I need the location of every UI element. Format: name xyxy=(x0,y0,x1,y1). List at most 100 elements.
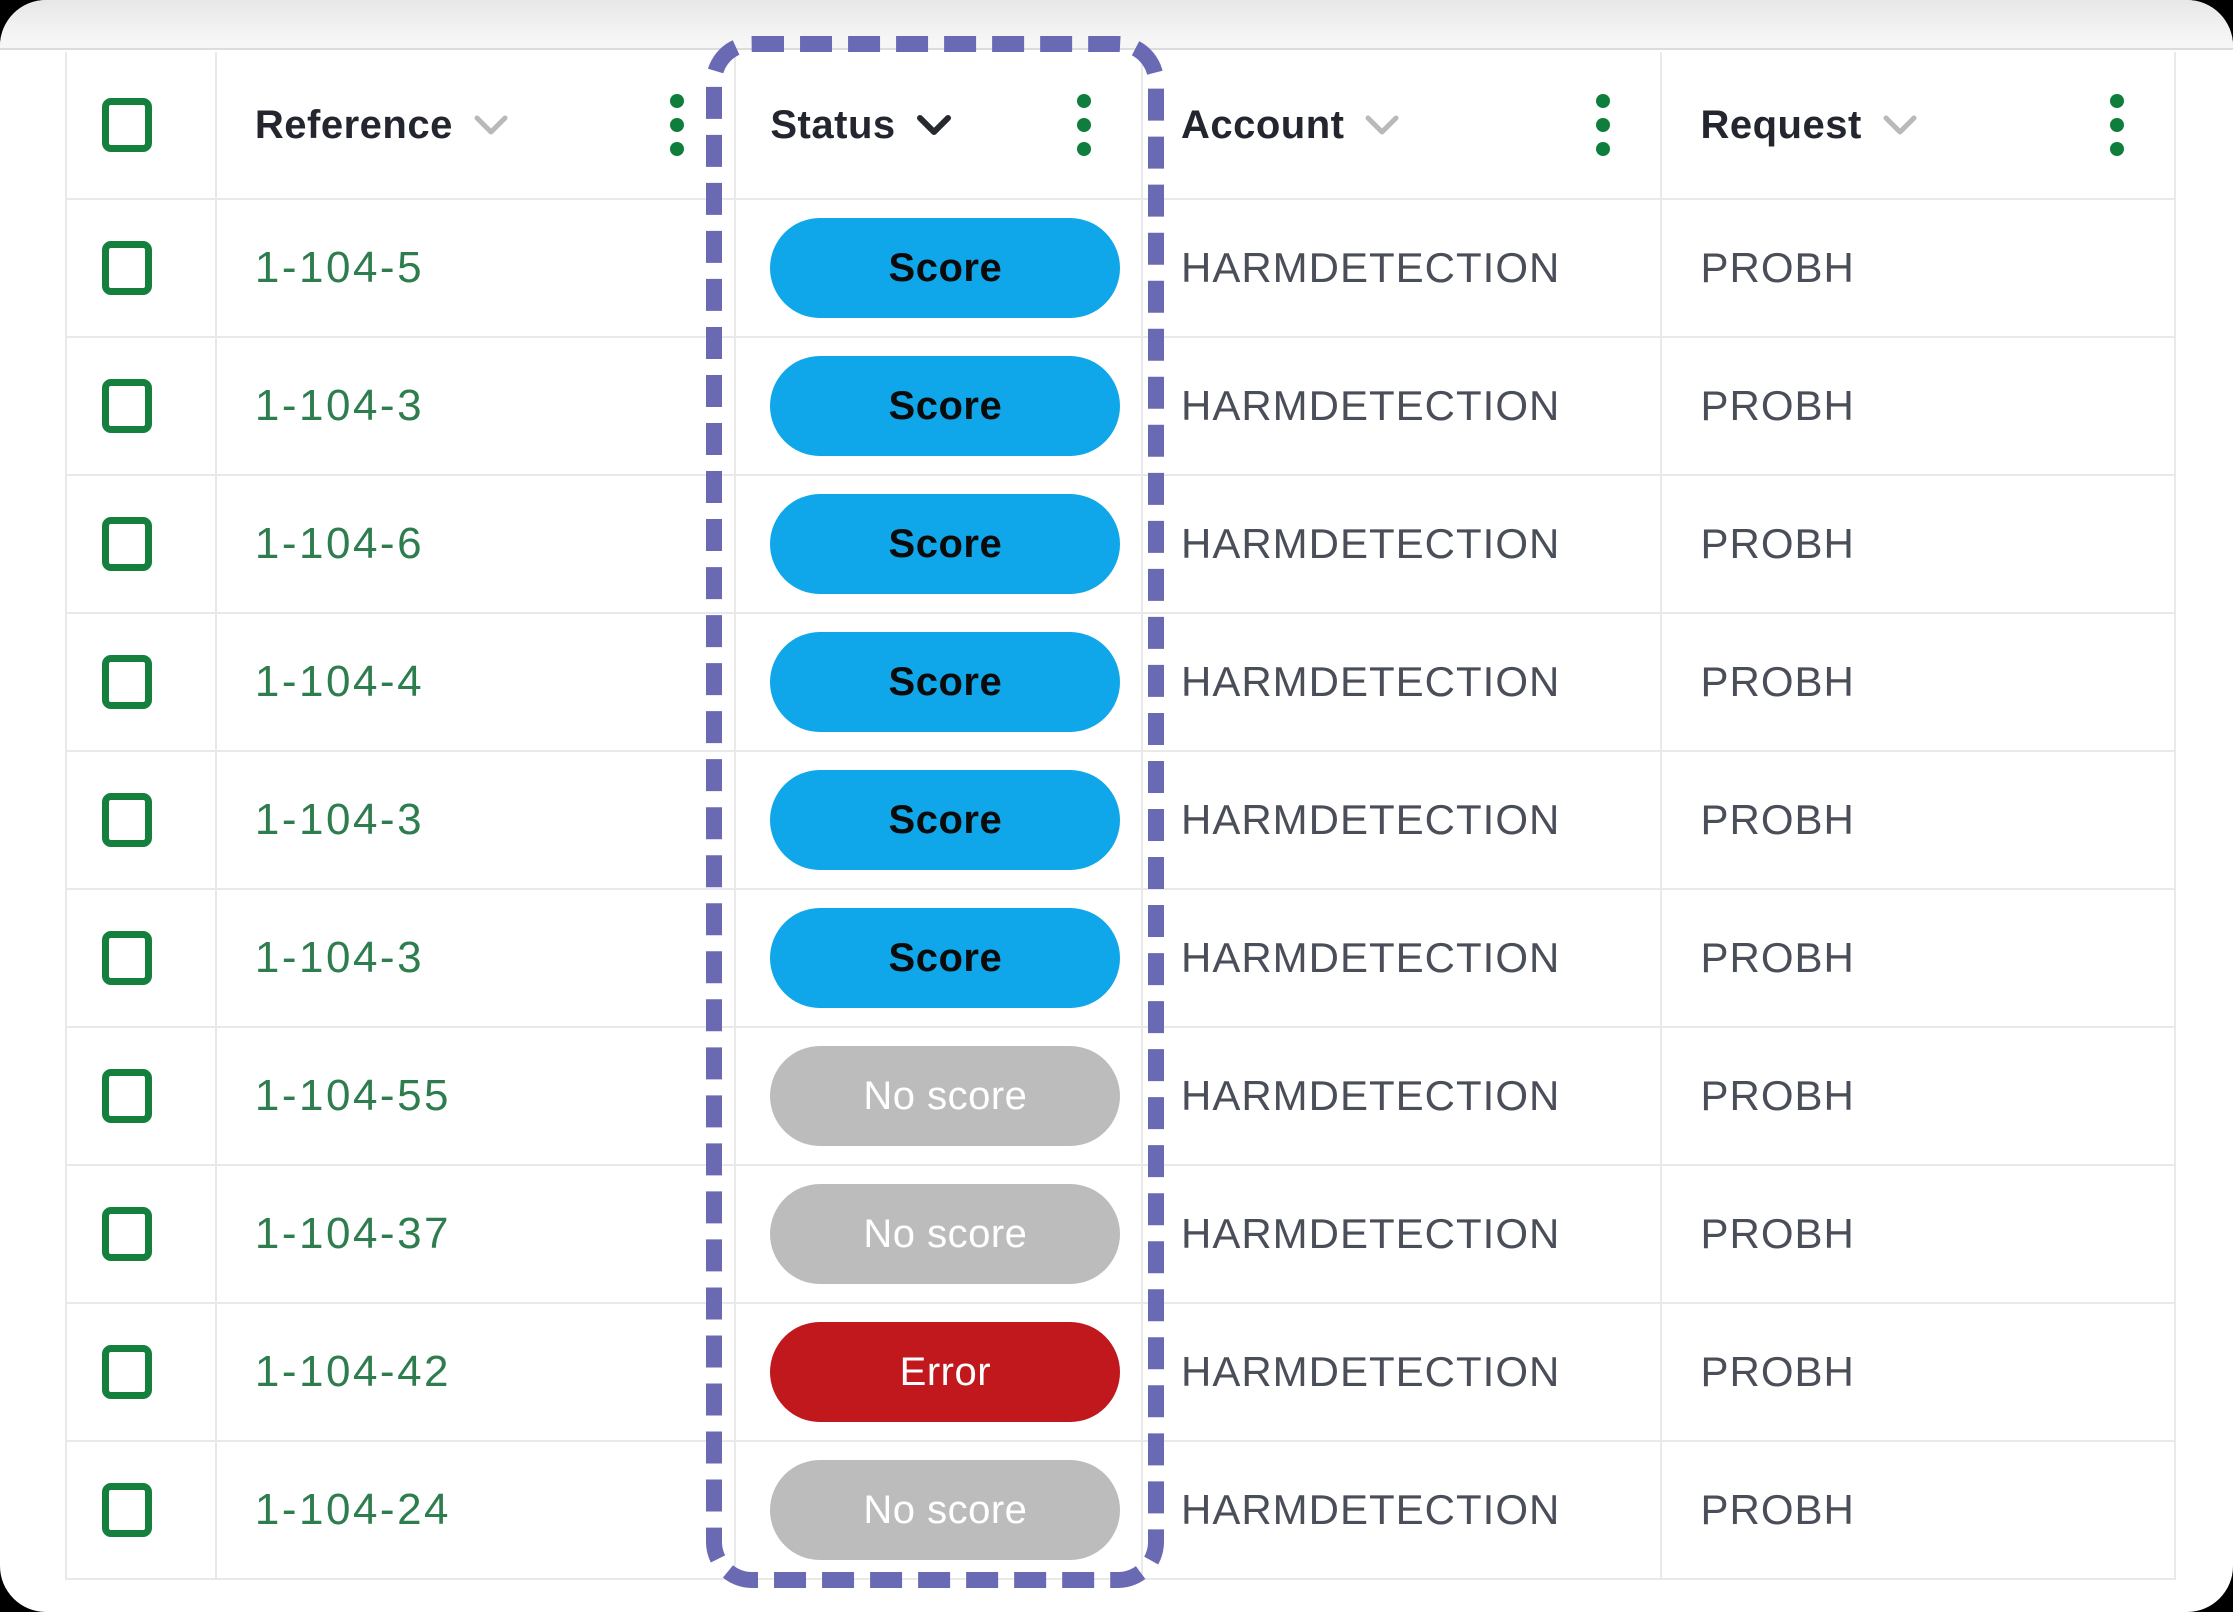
table-row: 1-104-55 No score HARMDETECTION PROBH xyxy=(67,1028,2174,1166)
request-value: PROBH xyxy=(1700,520,1855,567)
status-badge[interactable]: Score xyxy=(770,632,1121,732)
request-value: PROBH xyxy=(1700,1210,1855,1257)
row-select-cell xyxy=(67,1442,215,1578)
account-value: HARMDETECTION xyxy=(1180,382,1561,429)
account-cell: HARMDETECTION xyxy=(1140,1166,1661,1302)
reference-link[interactable]: 1-104-6 xyxy=(254,519,425,568)
column-menu-icon[interactable] xyxy=(1590,83,1616,167)
column-header-request: Request xyxy=(1660,52,2174,198)
row-checkbox[interactable] xyxy=(102,1345,152,1399)
row-select-cell xyxy=(67,1166,215,1302)
table-row: 1-104-6 Score HARMDETECTION PROBH xyxy=(67,476,2174,614)
reference-link[interactable]: 1-104-24 xyxy=(254,1485,452,1534)
status-badge[interactable]: Score xyxy=(770,356,1121,456)
sort-account-button[interactable]: Account xyxy=(1181,103,1401,148)
column-header-status: Status xyxy=(734,52,1141,198)
account-value: HARMDETECTION xyxy=(1180,658,1561,705)
request-cell: PROBH xyxy=(1660,1442,2174,1578)
status-badge[interactable]: No score xyxy=(770,1184,1121,1284)
row-checkbox[interactable] xyxy=(102,379,152,433)
row-checkbox[interactable] xyxy=(102,655,152,709)
request-value: PROBH xyxy=(1700,1348,1855,1395)
row-checkbox[interactable] xyxy=(102,1483,152,1537)
status-badge[interactable]: Score xyxy=(770,494,1121,594)
column-label-reference: Reference xyxy=(254,102,453,147)
reference-link[interactable]: 1-104-3 xyxy=(254,933,425,982)
reference-cell: 1-104-6 xyxy=(214,476,735,612)
account-cell: HARMDETECTION xyxy=(1140,614,1661,750)
account-value: HARMDETECTION xyxy=(1180,796,1561,843)
request-cell: PROBH xyxy=(1660,1166,2174,1302)
status-cell: Score xyxy=(734,476,1141,612)
row-checkbox[interactable] xyxy=(102,793,152,847)
row-select-cell xyxy=(67,476,215,612)
status-badge[interactable]: Score xyxy=(770,908,1121,1008)
request-value: PROBH xyxy=(1700,1072,1855,1119)
request-cell: PROBH xyxy=(1660,338,2174,474)
request-value: PROBH xyxy=(1700,934,1855,981)
sort-reference-button[interactable]: Reference xyxy=(255,103,509,148)
reference-link[interactable]: 1-104-55 xyxy=(254,1071,452,1120)
sort-status-button[interactable]: Status xyxy=(770,103,951,148)
account-cell: HARMDETECTION xyxy=(1140,752,1661,888)
row-checkbox[interactable] xyxy=(102,931,152,985)
status-cell: Error xyxy=(734,1304,1141,1440)
status-cell: Score xyxy=(734,752,1141,888)
select-all-cell xyxy=(67,52,215,198)
column-menu-icon[interactable] xyxy=(2104,83,2130,167)
sort-request-button[interactable]: Request xyxy=(1700,103,1917,148)
table-row: 1-104-3 Score HARMDETECTION PROBH xyxy=(67,338,2174,476)
status-cell: No score xyxy=(734,1028,1141,1164)
column-label-status: Status xyxy=(770,102,896,147)
reference-cell: 1-104-24 xyxy=(214,1442,735,1578)
row-select-cell xyxy=(67,1304,215,1440)
status-cell: No score xyxy=(734,1442,1141,1578)
row-checkbox[interactable] xyxy=(102,1207,152,1261)
row-checkbox[interactable] xyxy=(102,517,152,571)
status-badge[interactable]: Score xyxy=(770,218,1121,318)
reference-link[interactable]: 1-104-42 xyxy=(254,1347,452,1396)
reference-link[interactable]: 1-104-5 xyxy=(254,243,425,292)
status-badge[interactable]: Score xyxy=(770,770,1121,870)
reference-link[interactable]: 1-104-3 xyxy=(254,795,425,844)
status-badge[interactable]: No score xyxy=(770,1046,1121,1146)
status-cell: Score xyxy=(734,338,1141,474)
select-all-checkbox[interactable] xyxy=(102,98,152,152)
reference-link[interactable]: 1-104-4 xyxy=(254,657,425,706)
row-select-cell xyxy=(67,1028,215,1164)
row-select-cell xyxy=(67,338,215,474)
table-row: 1-104-42 Error HARMDETECTION PROBH xyxy=(67,1304,2174,1442)
request-value: PROBH xyxy=(1700,382,1855,429)
column-label-request: Request xyxy=(1700,102,1862,147)
account-value: HARMDETECTION xyxy=(1180,244,1561,291)
request-cell: PROBH xyxy=(1660,614,2174,750)
account-value: HARMDETECTION xyxy=(1180,1072,1561,1119)
column-header-account: Account xyxy=(1140,52,1661,198)
chevron-down-icon xyxy=(1365,115,1399,135)
status-cell: No score xyxy=(734,1166,1141,1302)
status-badge[interactable]: No score xyxy=(770,1460,1121,1560)
row-checkbox[interactable] xyxy=(102,1069,152,1123)
reference-link[interactable]: 1-104-37 xyxy=(254,1209,452,1258)
chevron-down-icon xyxy=(1883,115,1917,135)
column-label-account: Account xyxy=(1180,102,1345,147)
table-row: 1-104-24 No score HARMDETECTION PROBH xyxy=(67,1442,2174,1580)
reference-cell: 1-104-42 xyxy=(214,1304,735,1440)
scoring-results-table: Reference Status Account xyxy=(65,52,2176,1580)
account-cell: HARMDETECTION xyxy=(1140,1028,1661,1164)
reference-link[interactable]: 1-104-3 xyxy=(254,381,425,430)
account-value: HARMDETECTION xyxy=(1180,1210,1561,1257)
row-checkbox[interactable] xyxy=(102,241,152,295)
account-cell: HARMDETECTION xyxy=(1140,1304,1661,1440)
request-value: PROBH xyxy=(1700,1486,1855,1533)
status-badge[interactable]: Error xyxy=(770,1322,1121,1422)
account-cell: HARMDETECTION xyxy=(1140,1442,1661,1578)
status-cell: Score xyxy=(734,890,1141,1026)
row-select-cell xyxy=(67,200,215,336)
request-value: PROBH xyxy=(1700,244,1855,291)
column-menu-icon[interactable] xyxy=(1071,83,1097,167)
column-menu-icon[interactable] xyxy=(664,83,690,167)
reference-cell: 1-104-55 xyxy=(214,1028,735,1164)
account-cell: HARMDETECTION xyxy=(1140,890,1661,1026)
request-cell: PROBH xyxy=(1660,1028,2174,1164)
